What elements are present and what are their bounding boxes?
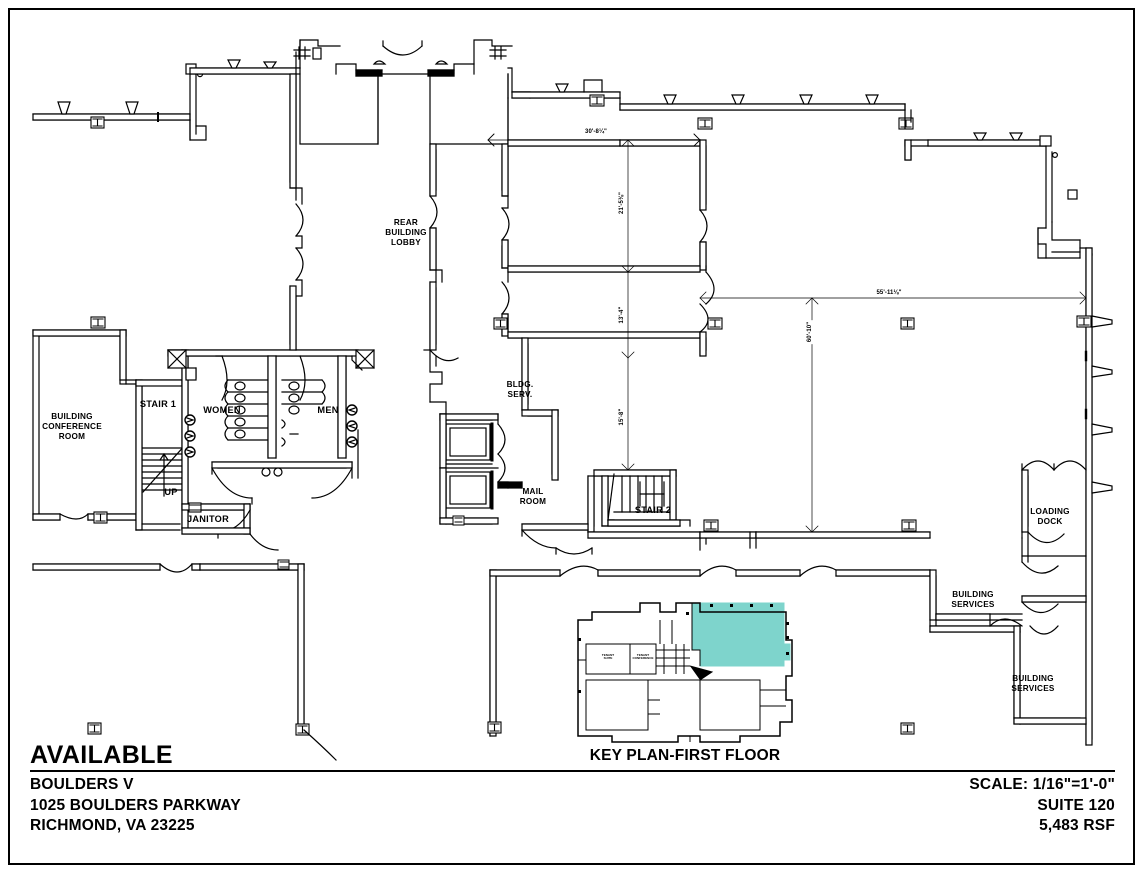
key-plan-graphic [577, 602, 793, 743]
scale-suite-group: SCALE: 1/16"=1'-0" SUITE 120 5,483 RSF [969, 775, 1115, 837]
dimension-15-8: 15'-8" [619, 406, 625, 428]
room-label-building-services-lower: BUILDING SERVICES [1011, 674, 1055, 693]
property-address-group: BOULDERS V 1025 BOULDERS PARKWAY RICHMON… [30, 775, 241, 837]
room-label-loading-dock: LOADING DOCK [1030, 507, 1070, 526]
room-label-building-conference-room: BUILDING CONFERENCE ROOM [42, 412, 102, 441]
dimension-30-8: 30'-8¼" [583, 129, 609, 135]
key-plan-caption: KEY PLAN-FIRST FLOOR [589, 747, 781, 764]
dimension-55-11: 55'-11⅛" [874, 290, 904, 296]
room-label-stair-1: STAIR 1 [139, 399, 177, 409]
availability-headline: AVAILABLE [30, 741, 173, 769]
rentable-square-feet: 5,483 RSF [1039, 817, 1115, 835]
room-label-building-services-upper: BUILDING SERVICES [951, 590, 995, 609]
key-plan-micro-label-tenant-suite: TENANT SUITE [601, 653, 615, 661]
key-plan-micro-label-tenant-conference: TENANT CONFERENCE [632, 653, 654, 661]
city-state-zip: RICHMOND, VA 23225 [30, 817, 195, 835]
dimension-21-5: 21'-5⅜" [619, 190, 625, 216]
room-label-women-restroom: WOMEN [203, 405, 241, 415]
room-label-stair-1-up: UP [164, 487, 178, 497]
room-label-rear-building-lobby: REAR BUILDING LOBBY [385, 218, 427, 247]
room-label-mail-room: MAIL ROOM [519, 487, 547, 506]
title-block: AVAILABLE BOULDERS V 1025 BOULDERS PARKW… [30, 742, 1115, 837]
plan-walls [32, 39, 1113, 761]
dimension-60-10: 60'-10" [807, 319, 813, 345]
dimension-13-4: 13'-4" [619, 304, 625, 326]
suite-number: SUITE 120 [1037, 796, 1115, 814]
room-label-men-restroom: MEN [317, 405, 339, 415]
room-label-janitor: JANITOR [187, 514, 229, 524]
property-name: BOULDERS V [30, 776, 134, 794]
room-label-stair-2: STAIR 2 [634, 505, 672, 515]
title-block-divider [30, 770, 1115, 773]
room-label-bldg-serv: BLDG. SERV. [506, 380, 534, 399]
scale-note: SCALE: 1/16"=1'-0" [969, 776, 1115, 794]
street-address: 1025 BOULDERS PARKWAY [30, 796, 241, 814]
